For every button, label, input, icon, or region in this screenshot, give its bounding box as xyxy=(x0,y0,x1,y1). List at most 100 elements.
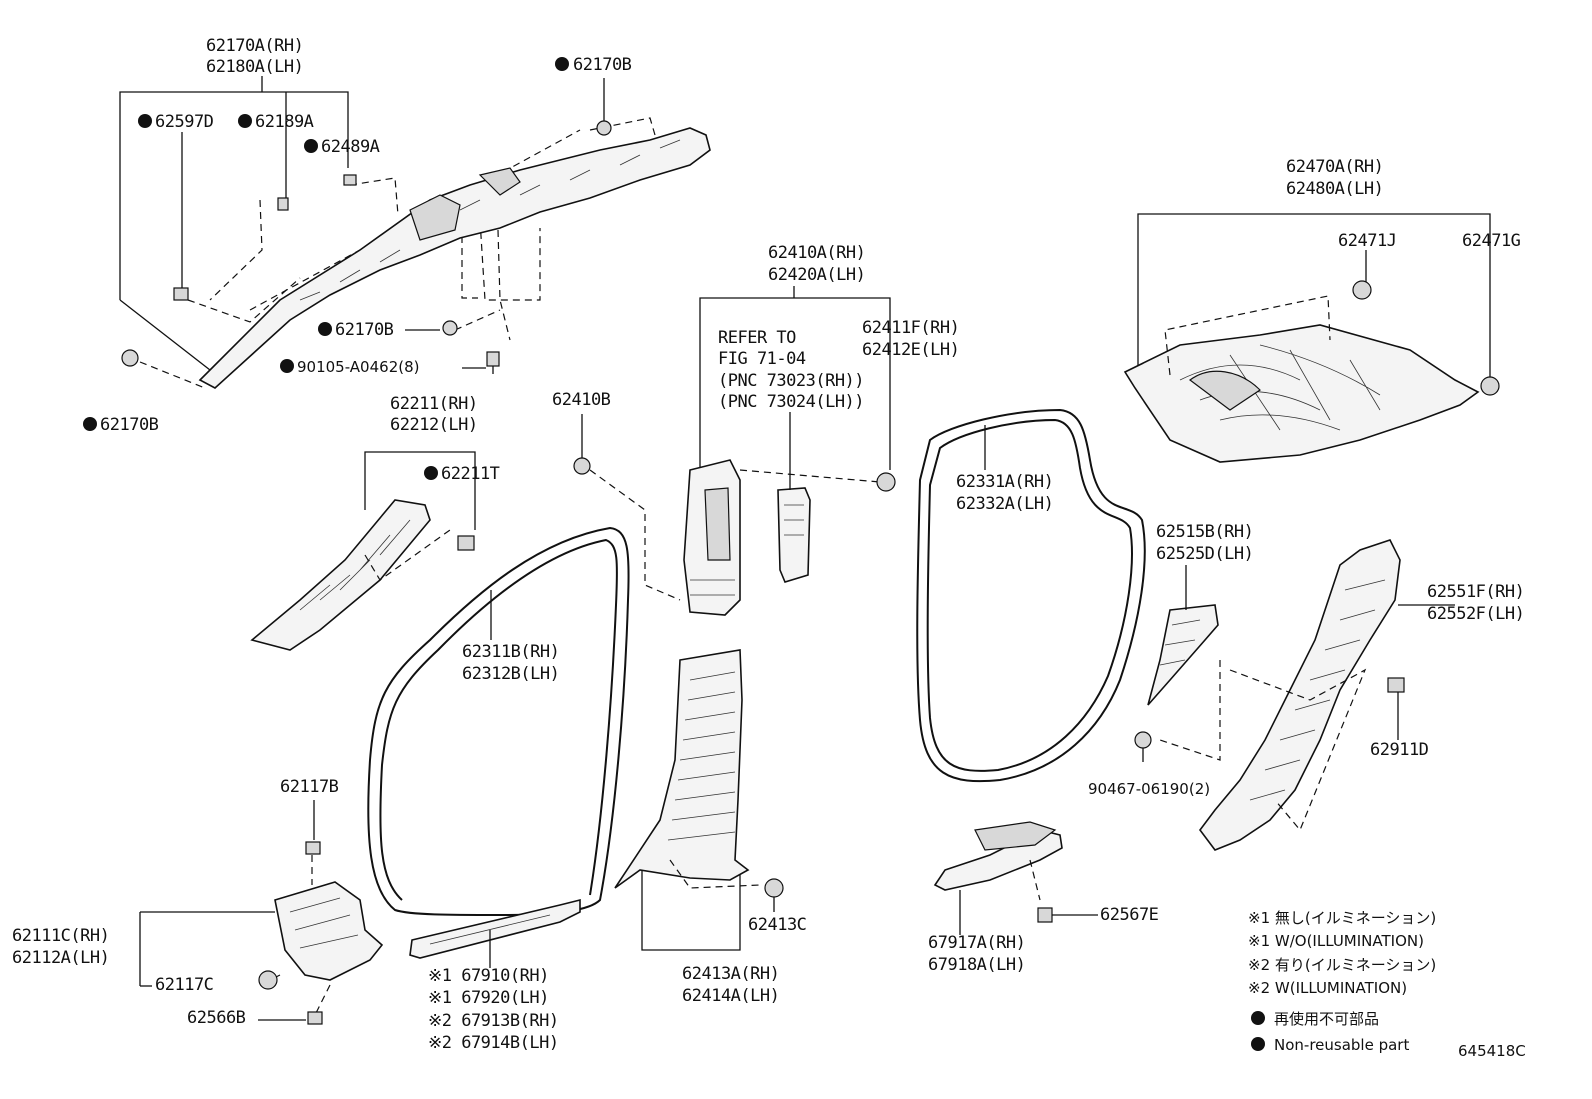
quarter-pillar-garnish xyxy=(1199,539,1455,851)
label-67913B: ※2 67913B(RH) xyxy=(428,1011,559,1031)
non-reusable-marker-icon xyxy=(555,57,569,71)
non-reusable-marker-icon xyxy=(424,466,438,480)
front-door-scuff-plate xyxy=(409,898,581,968)
non-reusable-marker-icon xyxy=(280,359,294,373)
refer-line-3: (PNC 73023(RH)) xyxy=(718,371,864,391)
label-62525D: 62525D(LH) xyxy=(1156,544,1253,564)
clip-icon xyxy=(343,174,357,186)
center-pillar-upper-garnish xyxy=(573,286,896,616)
label-62411F: 62411F(RH) xyxy=(862,318,959,338)
clip-icon xyxy=(277,197,289,211)
label-62470A: 62470A(RH) xyxy=(1286,157,1383,177)
roof-side-garnish-assembly xyxy=(119,76,711,389)
rear-package-trim xyxy=(1123,213,1500,463)
label-62331A: 62331A(RH) xyxy=(956,472,1053,492)
label-67914B: ※2 67914B(LH) xyxy=(428,1033,559,1053)
clip-icon xyxy=(573,457,591,475)
clip-icon xyxy=(1352,280,1372,300)
clip-icon xyxy=(596,110,612,136)
clip-icon xyxy=(876,472,896,492)
non-reusable-marker-icon xyxy=(304,139,318,153)
non-reusable-marker-icon xyxy=(1251,1037,1265,1051)
label-62480A: 62480A(LH) xyxy=(1286,179,1383,199)
label-62212: 62212(LH) xyxy=(390,415,478,435)
label-62311B: 62311B(RH) xyxy=(462,642,559,662)
refer-line-4: (PNC 73024(LH)) xyxy=(718,392,864,412)
label-67910: ※1 67910(RH) xyxy=(428,966,549,986)
label-62413A: 62413A(RH) xyxy=(682,964,779,984)
legend: ※1 無し(イルミネーション) ※1 W/O(ILLUMINATION) ※2 … xyxy=(1248,909,1526,1060)
label-62551F: 62551F(RH) xyxy=(1427,582,1524,602)
label-62211: 62211(RH) xyxy=(390,394,478,414)
label-67920: ※1 67920(LH) xyxy=(428,988,549,1008)
clip-icon xyxy=(121,349,139,367)
roof-side-inner-garnish xyxy=(1134,565,1221,762)
label-62410B: 62410B xyxy=(552,390,611,410)
clip-icon xyxy=(1387,677,1405,693)
label-62332A: 62332A(LH) xyxy=(956,494,1053,514)
label-62170B-top: 62170B xyxy=(573,55,632,75)
rear-door-scuff-plate xyxy=(933,821,1098,935)
label-62112A: 62112A(LH) xyxy=(12,948,109,968)
label-62111C: 62111C(RH) xyxy=(12,926,109,946)
legend-line-3: ※2 有り(イルミネーション) xyxy=(1248,956,1436,974)
label-62117C: 62117C xyxy=(155,975,213,995)
label-62170B-left: 62170B xyxy=(100,415,159,435)
clip-icon xyxy=(1480,376,1500,396)
clip-icon xyxy=(305,841,321,855)
label-62471G: 62471G xyxy=(1462,231,1521,251)
label-62312B: 62312B(LH) xyxy=(462,664,559,684)
label-90105: 90105-A0462(8) xyxy=(297,358,419,376)
label-62414A: 62414A(LH) xyxy=(682,986,779,1006)
label-62515B: 62515B(RH) xyxy=(1156,522,1253,542)
rear-door-opening-seal xyxy=(916,408,1146,783)
legend-line-6: Non-reusable part xyxy=(1274,1036,1409,1054)
label-90467: 90467-06190(2) xyxy=(1088,780,1210,798)
label-62597D: 62597D xyxy=(155,112,214,132)
non-reusable-marker-icon xyxy=(1251,1011,1265,1025)
refer-line-1: REFER TO xyxy=(718,328,796,348)
label-67917A: 67917A(RH) xyxy=(928,933,1025,953)
screw-icon xyxy=(1134,731,1152,749)
clip-icon xyxy=(173,287,189,301)
clip-icon xyxy=(764,878,784,898)
clip-icon xyxy=(442,320,458,336)
label-62489A: 62489A xyxy=(321,137,380,157)
clip-icon xyxy=(307,1011,323,1025)
diagram-code: 645418C xyxy=(1458,1042,1526,1060)
part-labels: 62170A(RH) 62180A(LH) 62170B 62597D 6218… xyxy=(12,36,1525,1053)
label-62911D: 62911D xyxy=(1370,740,1429,760)
refer-line-2: FIG 71-04 xyxy=(718,349,806,369)
label-62566B: 62566B xyxy=(187,1008,246,1028)
label-62170A: 62170A(RH) xyxy=(206,36,303,56)
non-reusable-marker-icon xyxy=(138,114,152,128)
label-62180A: 62180A(LH) xyxy=(206,57,303,77)
legend-line-2: ※1 W/O(ILLUMINATION) xyxy=(1248,932,1424,950)
front-pillar-garnish xyxy=(250,451,476,651)
label-62412E: 62412E(LH) xyxy=(862,340,959,360)
label-62552F: 62552F(LH) xyxy=(1427,604,1524,624)
non-reusable-marker-icon xyxy=(83,417,97,431)
label-62567E: 62567E xyxy=(1100,905,1159,925)
front-door-opening-seal xyxy=(367,526,630,917)
legend-line-5: 再使用不可部品 xyxy=(1274,1010,1379,1028)
label-62471J: 62471J xyxy=(1338,231,1396,251)
center-pillar-lower-garnish xyxy=(614,649,784,951)
legend-line-4: ※2 W(ILLUMINATION) xyxy=(1248,979,1407,997)
clip-icon xyxy=(457,535,475,551)
screw-icon xyxy=(486,351,500,374)
clip-icon xyxy=(1037,907,1053,923)
label-67918A: 67918A(LH) xyxy=(928,955,1025,975)
cowl-side-trim xyxy=(139,800,384,1025)
label-62189A: 62189A xyxy=(255,112,314,132)
label-62410A: 62410A(RH) xyxy=(768,243,865,263)
non-reusable-marker-icon xyxy=(318,322,332,336)
label-62420A: 62420A(LH) xyxy=(768,265,865,285)
legend-line-1: ※1 無し(イルミネーション) xyxy=(1248,909,1436,927)
label-62211T: 62211T xyxy=(441,464,500,484)
label-62413C: 62413C xyxy=(748,915,806,935)
label-62117B: 62117B xyxy=(280,777,339,797)
clip-icon xyxy=(258,970,278,990)
non-reusable-marker-icon xyxy=(238,114,252,128)
